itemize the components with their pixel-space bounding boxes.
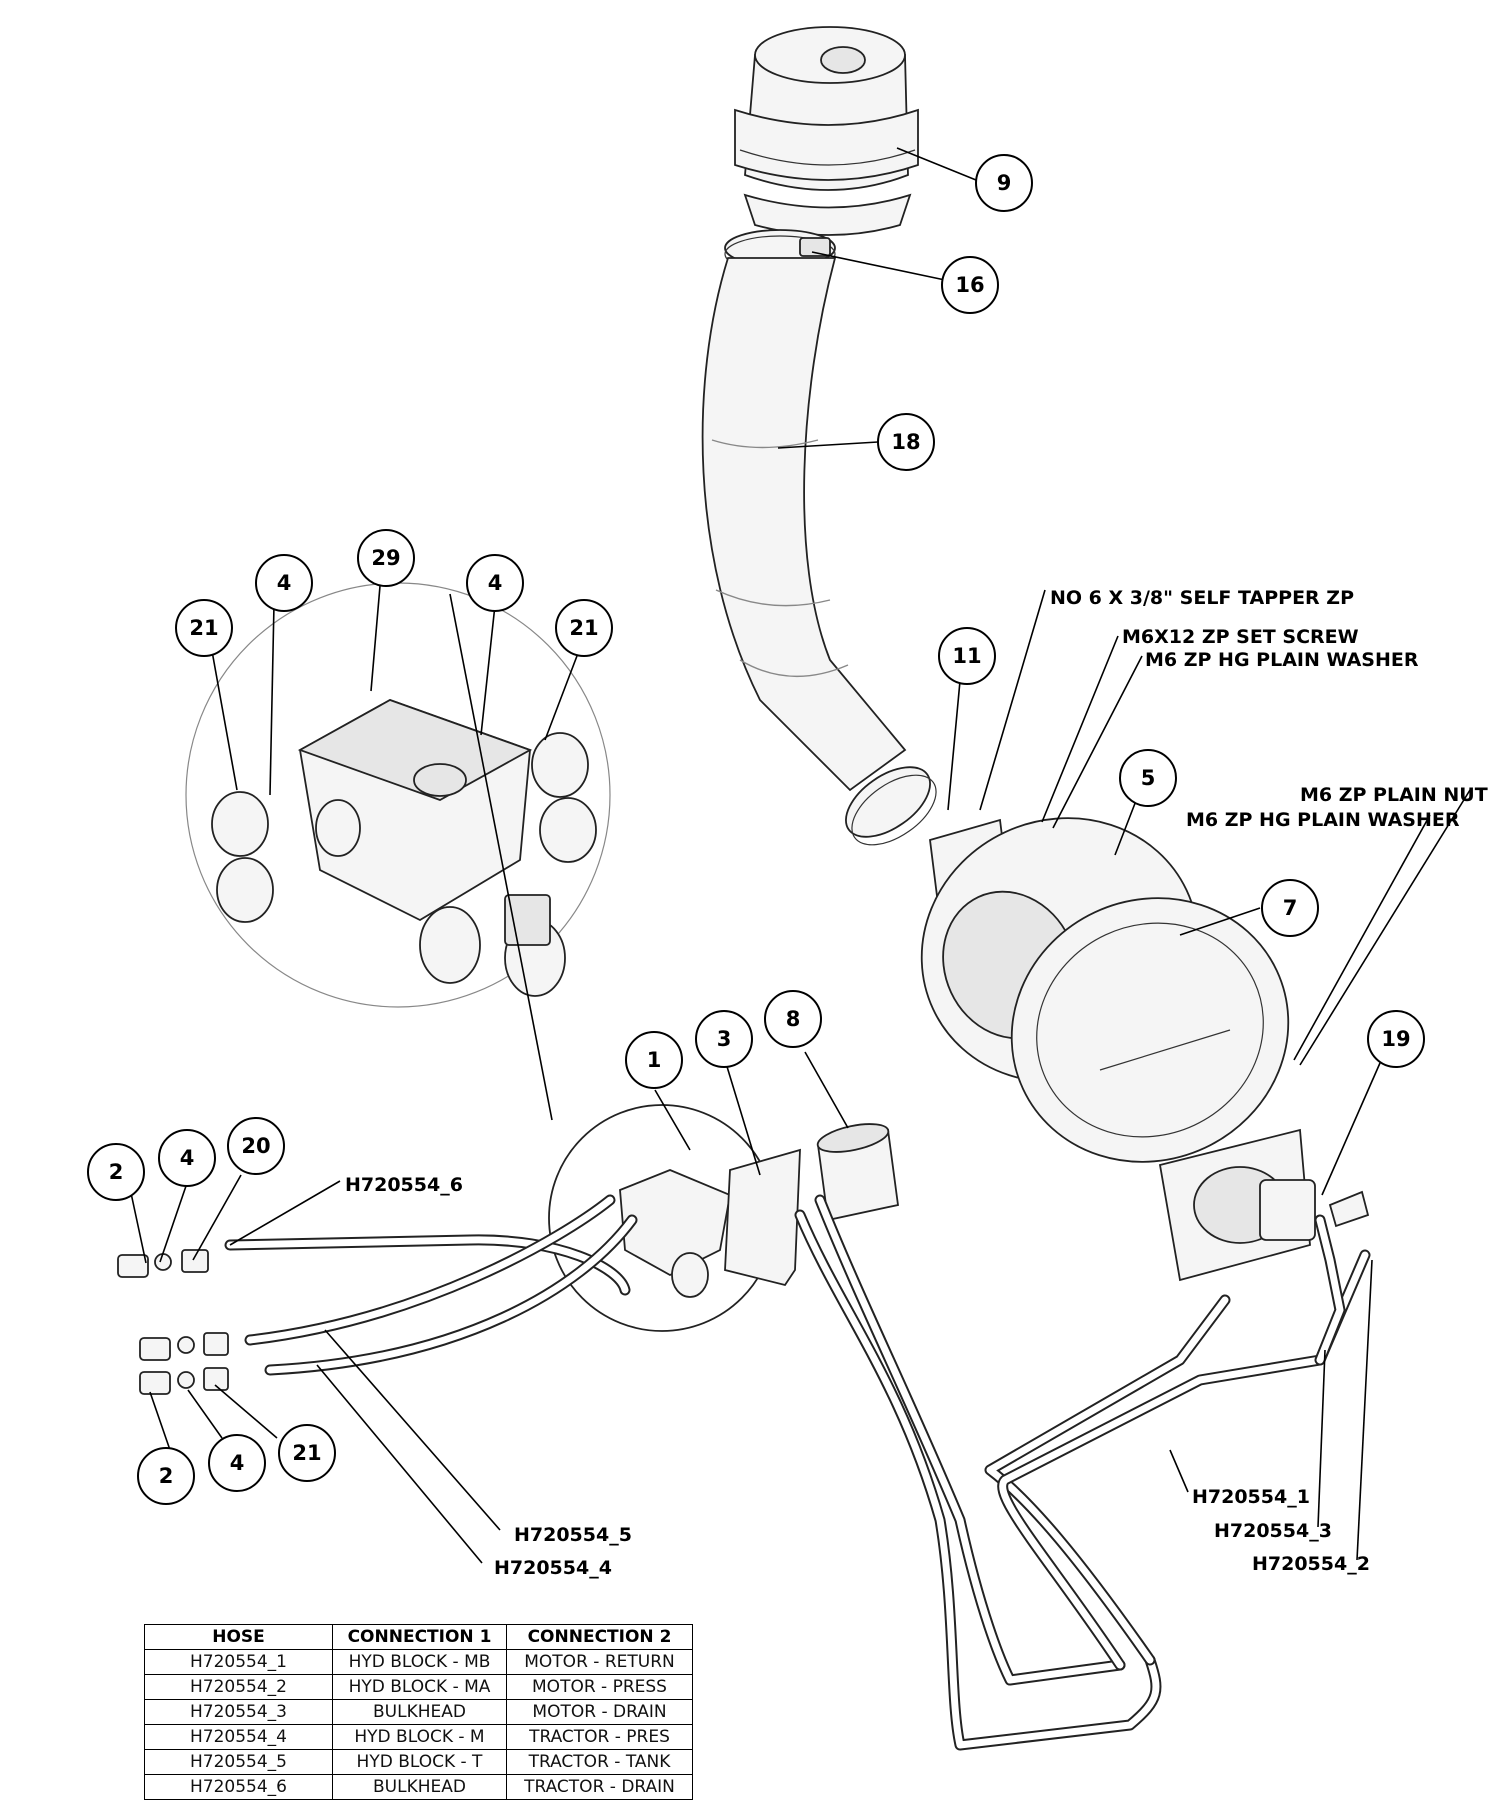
hydraulic-hoses: [224, 1194, 1371, 1751]
table-cell: HYD BLOCK - T: [332, 1749, 507, 1775]
callout-balloon-20: 20: [227, 1117, 285, 1175]
table-cell: MOTOR - PRESS: [506, 1674, 693, 1700]
callout-balloon-19: 19: [1367, 1010, 1425, 1068]
svg-text:21: 21: [292, 1441, 321, 1465]
svg-text:5: 5: [1141, 766, 1156, 790]
note-set-screw: M6X12 ZP SET SCREW: [1122, 626, 1359, 648]
air-filter: [734, 26, 919, 236]
callout-balloon-4-right: 4: [466, 554, 524, 612]
hose-label-2: H720554_2: [1252, 1553, 1370, 1575]
table-cell: H720554_3: [144, 1699, 333, 1725]
callout-balloon-2-lower: 2: [137, 1447, 195, 1505]
fan-housing: [920, 817, 1290, 1163]
table-cell: H720554_4: [144, 1724, 333, 1750]
svg-text:4: 4: [230, 1451, 245, 1475]
callout-balloon-1: 1: [625, 1031, 683, 1089]
callout-balloon-5: 5: [1119, 749, 1177, 807]
callout-balloon-21-right: 21: [555, 599, 613, 657]
table-cell: MOTOR - RETURN: [506, 1649, 693, 1675]
hose-label-1: H720554_1: [1192, 1486, 1310, 1508]
table-cell: TRACTOR - TANK: [506, 1749, 693, 1775]
svg-text:21: 21: [189, 616, 218, 640]
svg-text:21: 21: [569, 616, 598, 640]
svg-text:19: 19: [1381, 1027, 1410, 1051]
callout-balloon-4-lower: 4: [208, 1434, 266, 1492]
note-plain-washer-1: M6 ZP HG PLAIN WASHER: [1145, 649, 1419, 671]
callout-balloon-7: 7: [1261, 879, 1319, 937]
table-cell: H720554_5: [144, 1749, 333, 1775]
table-header-connection-1: CONNECTION 1: [332, 1624, 507, 1650]
callout-balloon-18: 18: [877, 413, 935, 471]
svg-text:7: 7: [1283, 896, 1298, 920]
svg-text:18: 18: [891, 430, 920, 454]
svg-text:4: 4: [180, 1146, 195, 1170]
svg-text:29: 29: [371, 546, 400, 570]
note-self-tapper: NO 6 X 3/8" SELF TAPPER ZP: [1050, 587, 1354, 609]
hose-clamp-lower: [845, 766, 937, 846]
table-cell: H720554_6: [144, 1774, 333, 1800]
callout-balloon-8: 8: [764, 990, 822, 1048]
callout-balloon-16: 16: [941, 256, 999, 314]
intake-hose: [701, 257, 907, 792]
hose-label-5: H720554_5: [514, 1524, 632, 1546]
hose-label-4: H720554_4: [494, 1557, 612, 1579]
callout-balloon-2-upper: 2: [87, 1143, 145, 1201]
leader-lines: [130, 147, 1471, 1564]
svg-text:20: 20: [241, 1134, 270, 1158]
table-header-connection-2: CONNECTION 2: [506, 1624, 693, 1650]
table-cell: MOTOR - DRAIN: [506, 1699, 693, 1725]
hose-connection-table: HOSE CONNECTION 1 CONNECTION 2 H720554_1…: [144, 1624, 693, 1800]
table-cell: BULKHEAD: [332, 1699, 507, 1725]
table-cell: BULKHEAD: [332, 1774, 507, 1800]
note-plain-nut: M6 ZP PLAIN NUT: [1300, 784, 1488, 806]
svg-text:11: 11: [952, 644, 981, 668]
svg-text:4: 4: [488, 571, 503, 595]
table-cell: H720554_1: [144, 1649, 333, 1675]
callout-balloon-9: 9: [975, 154, 1033, 212]
table-cell: HYD BLOCK - MB: [332, 1649, 507, 1675]
table-cell: HYD BLOCK - MA: [332, 1674, 507, 1700]
hydraulic-motor: [1158, 1128, 1370, 1282]
svg-text:3: 3: [717, 1027, 732, 1051]
fittings-left: [117, 1249, 229, 1395]
hose-label-3: H720554_3: [1214, 1520, 1332, 1542]
callout-balloon-11: 11: [938, 627, 996, 685]
hose-clamp-top: [724, 229, 836, 273]
callout-balloon-4-upper: 4: [158, 1129, 216, 1187]
table-cell: HYD BLOCK - M: [332, 1724, 507, 1750]
callout-balloon-21-left: 21: [175, 599, 233, 657]
note-plain-washer-2: M6 ZP HG PLAIN WASHER: [1186, 809, 1460, 831]
callout-balloon-3: 3: [695, 1010, 753, 1068]
callout-balloon-29: 29: [357, 529, 415, 587]
table-cell: TRACTOR - PRES: [506, 1724, 693, 1750]
table-header-hose: HOSE: [144, 1624, 333, 1650]
hose-label-6: H720554_6: [345, 1174, 463, 1196]
svg-text:1: 1: [647, 1048, 662, 1072]
detail-view-circle: [185, 582, 611, 1008]
callout-balloon-21-lower: 21: [278, 1424, 336, 1482]
svg-text:16: 16: [955, 273, 984, 297]
svg-text:9: 9: [997, 171, 1012, 195]
table-cell: TRACTOR - DRAIN: [506, 1774, 693, 1800]
table-cell: H720554_2: [144, 1674, 333, 1700]
svg-text:8: 8: [786, 1007, 801, 1031]
svg-text:2: 2: [159, 1464, 174, 1488]
table-header-row: HOSE CONNECTION 1 CONNECTION 2: [144, 1624, 693, 1650]
svg-text:2: 2: [109, 1160, 124, 1184]
spacer-tube: [816, 1123, 900, 1222]
svg-text:4: 4: [277, 571, 292, 595]
hydraulic-block-assembly: [548, 1104, 801, 1332]
callout-balloon-4-left: 4: [255, 554, 313, 612]
